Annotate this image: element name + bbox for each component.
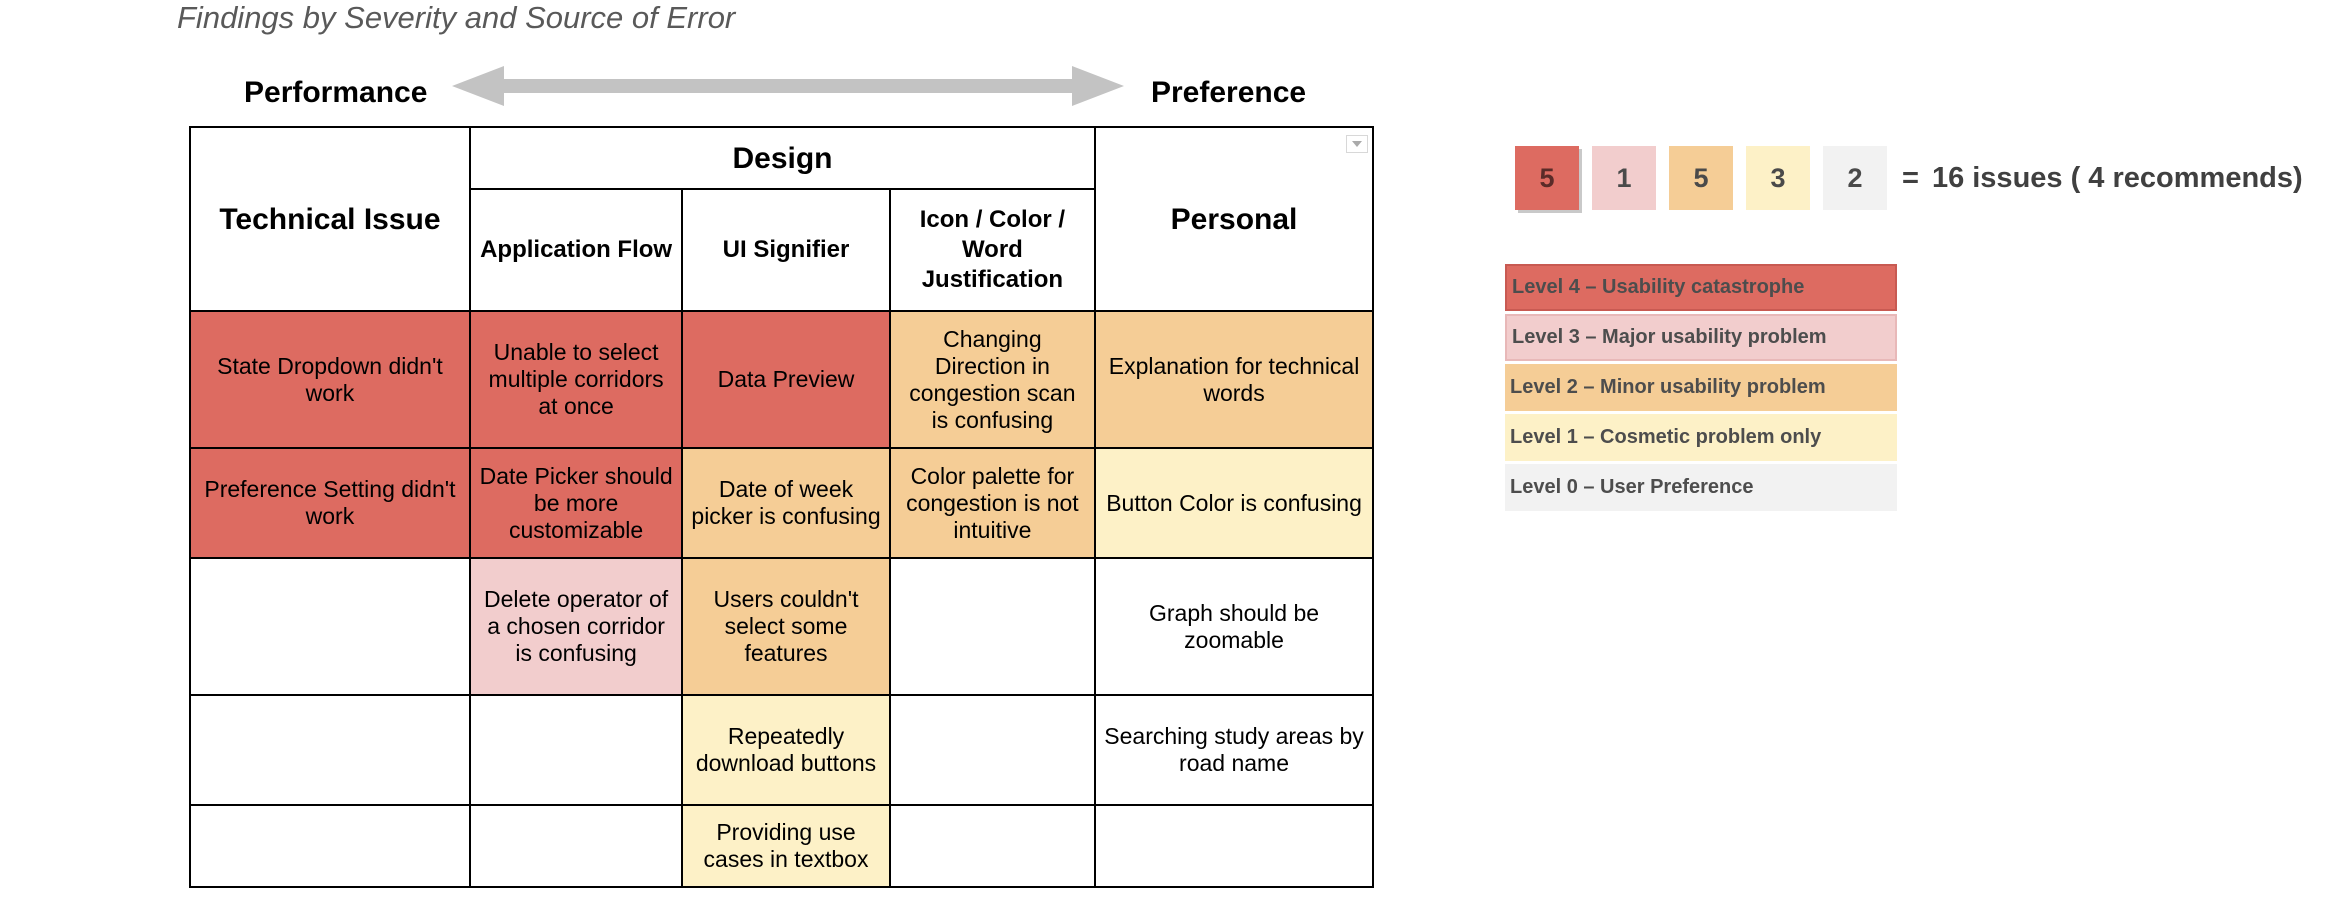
table-cell: Date Picker should be more customizable <box>468 447 684 559</box>
issue-summary: 5 1 5 3 2 = 16 issues ( 4 recommends) <box>1515 146 2303 210</box>
legend-level-4: Level 4 – Usability catastrophe <box>1505 264 1897 311</box>
preference-label: Preference <box>1151 76 1307 109</box>
count-level-3: 1 <box>1592 146 1656 210</box>
table-cell <box>888 804 1097 888</box>
performance-label: Performance <box>244 76 428 109</box>
header-application-flow: Application Flow <box>468 188 684 312</box>
severity-legend: Level 4 – Usability catastrophe Level 3 … <box>1505 264 1897 514</box>
table-row: Preference Setting didn't work Date Pick… <box>189 447 1374 559</box>
count-level-1: 3 <box>1746 146 1810 210</box>
table-cell <box>189 557 471 696</box>
count-level-4: 5 <box>1515 146 1579 210</box>
total-issues-text: 16 issues ( 4 recommends) <box>1931 161 2303 194</box>
table-cell: Color palette for congestion is not intu… <box>888 447 1097 559</box>
header-ui-signifier: UI Signifier <box>681 188 891 312</box>
header-design: Design <box>468 126 1097 190</box>
legend-level-2: Level 2 – Minor usability problem <box>1505 364 1897 411</box>
header-icon-color-word: Icon / Color / Word Justification <box>888 188 1097 312</box>
table-cell: Delete operator of a chosen corridor is … <box>468 557 684 696</box>
page-title: Findings by Severity and Source of Error <box>177 0 736 35</box>
table-cell: Preference Setting didn't work <box>189 447 471 559</box>
dropdown-arrow-icon[interactable] <box>1346 135 1368 153</box>
table-cell: Graph should be zoomable <box>1094 557 1374 696</box>
legend-level-0: Level 0 – User Preference <box>1505 464 1897 511</box>
table-cell: Searching study areas by road name <box>1094 694 1374 806</box>
count-level-2: 5 <box>1669 146 1733 210</box>
table-cell: Repeatedly download buttons <box>681 694 891 806</box>
table-cell <box>189 804 471 888</box>
table-row: State Dropdown didn't work Unable to sel… <box>189 310 1374 449</box>
table-cell: Unable to select multiple corridors at o… <box>468 310 684 449</box>
table-cell: Button Color is confusing <box>1094 447 1374 559</box>
table-cell: Changing Direction in congestion scan is… <box>888 310 1097 449</box>
table-cell <box>468 804 684 888</box>
table-cell: Users couldn't select some features <box>681 557 891 696</box>
table-cell: Explanation for technical words <box>1094 310 1374 449</box>
table-cell <box>468 694 684 806</box>
table-row: Repeatedly download buttons Searching st… <box>189 694 1374 806</box>
table-cell: State Dropdown didn't work <box>189 310 471 449</box>
header-personal-label: Personal <box>1170 202 1298 236</box>
legend-level-3: Level 3 – Major usability problem <box>1505 314 1897 361</box>
table-cell <box>189 694 471 806</box>
header-personal: Personal <box>1094 126 1374 312</box>
table-cell: Providing use cases in textbox <box>681 804 891 888</box>
table-cell <box>888 694 1097 806</box>
double-arrow-icon <box>452 66 1124 106</box>
table-cell <box>888 557 1097 696</box>
table-cell <box>1094 804 1374 888</box>
header-technical-issue: Technical Issue <box>189 126 471 312</box>
equals-sign: = <box>1902 161 1919 194</box>
count-level-0: 2 <box>1823 146 1887 210</box>
table-row: Providing use cases in textbox <box>189 804 1374 888</box>
table-row: Delete operator of a chosen corridor is … <box>189 557 1374 696</box>
findings-table: Technical Issue Design Personal Applicat… <box>189 126 1374 888</box>
table-cell: Data Preview <box>681 310 891 449</box>
legend-level-1: Level 1 – Cosmetic problem only <box>1505 414 1897 461</box>
table-cell: Date of week picker is confusing <box>681 447 891 559</box>
